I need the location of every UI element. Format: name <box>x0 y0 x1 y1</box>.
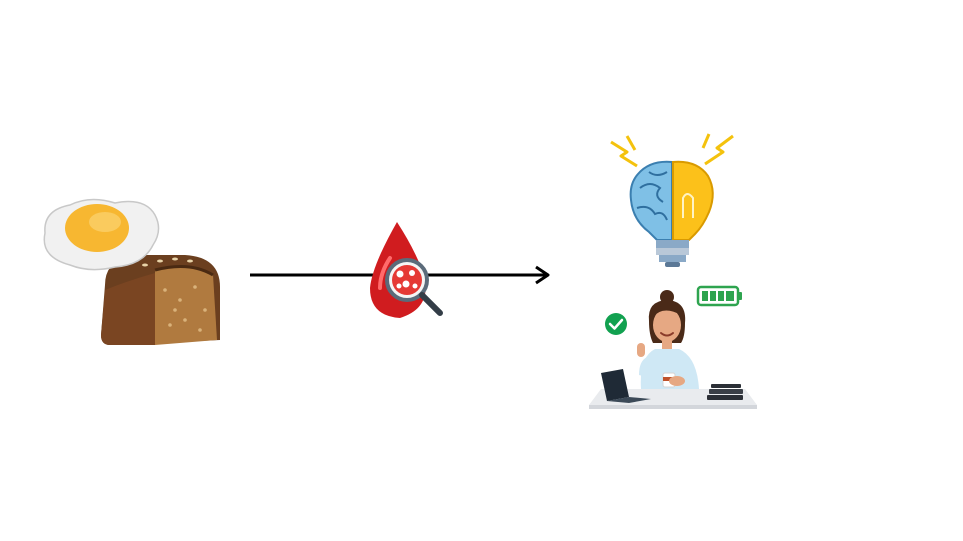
woman-figure <box>637 290 699 389</box>
happy-woman-at-desk-illustration <box>585 285 760 413</box>
food-group <box>35 195 230 355</box>
books-icon <box>707 384 743 400</box>
brain-lightbulb-icon <box>629 160 714 267</box>
full-battery-icon <box>696 285 742 307</box>
whole-grain-bread-icon <box>101 255 220 345</box>
spark-right-icon <box>701 133 734 166</box>
spark-left-icon <box>610 135 638 168</box>
blood-test-group <box>362 218 452 328</box>
brain-lightbulb-group <box>605 128 740 270</box>
laptop-icon <box>601 369 651 403</box>
fried-egg-icon <box>43 198 160 271</box>
check-icon <box>605 313 627 335</box>
magnifier-icon <box>385 258 443 316</box>
